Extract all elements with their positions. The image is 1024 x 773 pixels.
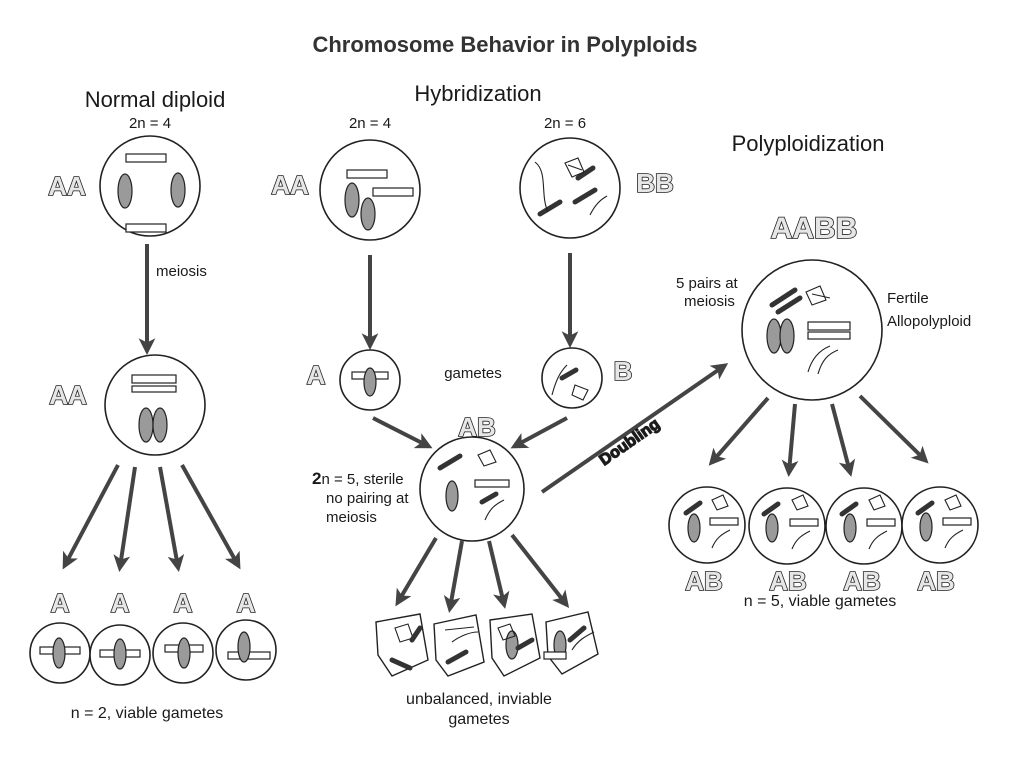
ploidy-parent-b: 2n = 6 [544, 115, 586, 132]
arrow-hybrid-gamete-4 [510, 533, 570, 608]
genotype-normal-parent: AA [48, 171, 86, 201]
caption-inviable-line2: gametes [448, 711, 509, 728]
label-sterile-line2: no pairing at [326, 490, 409, 507]
caption-poly: n = 5, viable gametes [744, 593, 897, 610]
arrow-normal-gamete-4 [180, 464, 241, 570]
arrow-normal-gamete-1 [62, 464, 120, 570]
arrow-gamete-b-to-hybrid [510, 416, 568, 449]
label-sterile-line3: meiosis [326, 509, 377, 526]
normal-gamete-4 [215, 619, 277, 681]
normal-gamete-2 [89, 624, 151, 686]
arrow-poly-gamete-2 [781, 403, 799, 478]
label-sterile-line1: 2n = 5, sterile [312, 469, 404, 488]
section-polyploidization: Polyploidization [732, 131, 885, 156]
parent-b-cell [519, 137, 621, 239]
normal-gamete-3 [152, 622, 214, 684]
genotype-parent-a: AA [271, 170, 309, 200]
label-fertile-line1: Fertile [887, 290, 929, 307]
gamete-a-cell [339, 349, 401, 411]
genotype-normal-gamete-2: A [111, 588, 130, 618]
section-normal-diploid: Normal diploid [85, 87, 226, 112]
arrow-normal-gamete-3 [158, 466, 185, 572]
genotype-gamete-b: B [614, 356, 633, 386]
poly-gamete-2 [748, 487, 826, 565]
arrow-hybrid-gamete-1 [395, 536, 438, 607]
genotype-allopolyploid: AABB [771, 212, 858, 245]
genotype-poly-gamete-1: AB [685, 566, 723, 596]
genotype-normal-gamete-cell: AA [49, 380, 87, 410]
genotype-poly-gamete-3: AB [843, 566, 881, 596]
arrow-normal-gamete-2 [113, 466, 137, 572]
label-sterile-rest: n = 5, sterile [321, 471, 403, 488]
diagram-title: Chromosome Behavior in Polyploids [312, 32, 697, 57]
genotype-poly-gamete-2: AB [769, 566, 807, 596]
genotype-poly-gamete-4: AB [917, 566, 955, 596]
label-sterile-2: 2 [312, 469, 321, 488]
inviable-gamete-4 [543, 611, 599, 675]
ploidy-normal: 2n = 4 [129, 115, 171, 132]
genotype-normal-gamete-4: A [237, 588, 256, 618]
section-hybridization: Hybridization [414, 81, 541, 106]
genotype-normal-gamete-1: A [51, 588, 70, 618]
inviable-gamete-1 [375, 613, 429, 677]
arrow-doubling [540, 363, 729, 494]
parent-a-cell [319, 139, 421, 241]
caption-normal: n = 2, viable gametes [71, 705, 224, 722]
poly-gamete-4 [901, 486, 979, 564]
inviable-gamete-2 [433, 614, 485, 677]
gamete-b-cell [541, 347, 603, 409]
arrow-gamete-a-to-hybrid [372, 416, 433, 449]
label-doubling: Doubling [597, 416, 664, 470]
arrow-hybrid-gamete-3 [487, 540, 510, 609]
caption-inviable-line1: unbalanced, inviable [406, 691, 552, 708]
normal-gamete-1 [29, 622, 91, 684]
poly-gamete-1 [668, 486, 746, 564]
arrow-poly-gamete-3 [830, 403, 856, 477]
normal-meiosis-cell [104, 354, 206, 456]
label-gametes: gametes [444, 365, 502, 382]
arrow-poly-gamete-1 [708, 396, 770, 466]
genotype-normal-gamete-3: A [174, 588, 193, 618]
genotype-parent-b: BB [636, 168, 674, 198]
label-pairs-line1: 5 pairs at [676, 275, 739, 292]
genotype-hybrid: AB [458, 412, 496, 442]
normal-parent-cell [99, 135, 201, 237]
label-pairs-line2: meiosis [684, 293, 735, 310]
label-fertile-line2: Allopolyploid [887, 313, 971, 330]
hybrid-cell [419, 436, 525, 542]
arrow-hybrid-gamete-2 [443, 540, 464, 613]
poly-gamete-3 [825, 487, 903, 565]
inviable-gamete-3 [489, 613, 541, 677]
arrow-poly-gamete-4 [858, 394, 929, 464]
allopolyploid-cell [741, 259, 883, 401]
label-meiosis: meiosis [156, 263, 207, 280]
genotype-gamete-a: A [307, 360, 326, 390]
ploidy-parent-a: 2n = 4 [349, 115, 391, 132]
